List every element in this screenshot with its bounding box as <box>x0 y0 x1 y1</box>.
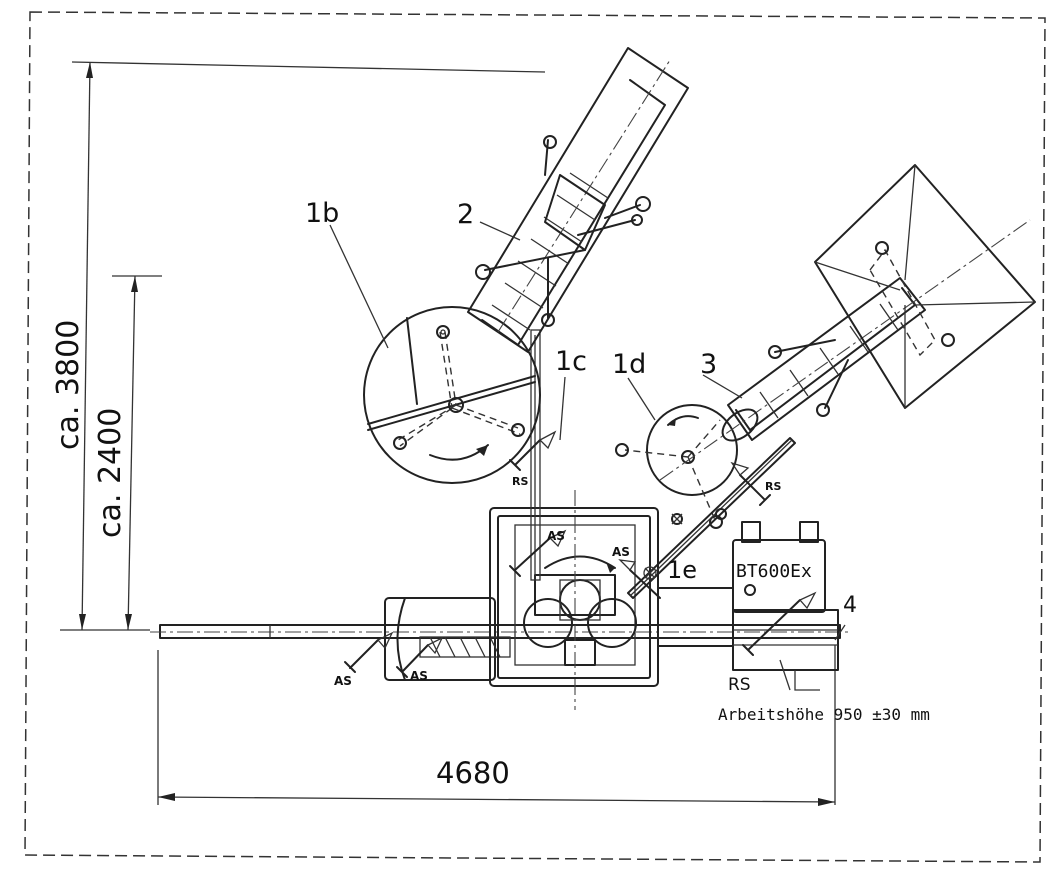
label-3: 3 <box>700 349 717 380</box>
station-1b <box>363 306 541 484</box>
dim-2400-label: ca. 2400 <box>93 408 128 538</box>
label-1b: 1b <box>305 198 339 229</box>
central-machine <box>489 490 659 710</box>
marker-symbols <box>344 430 817 678</box>
label-2: 2 <box>457 199 474 230</box>
rs-label-3: RS <box>728 675 751 695</box>
base-rail <box>150 624 850 639</box>
dimension-4680 <box>157 645 836 806</box>
control-box: BT600Ex <box>732 521 826 613</box>
dim-width-label: 4680 <box>436 756 510 790</box>
work-height-note: Arbeitshöhe 950 ±30 mm <box>718 705 930 724</box>
leader-lines <box>329 221 846 641</box>
dimension-3800 <box>60 61 546 631</box>
label-1c: 1c <box>555 346 587 377</box>
rs-label-1: RS <box>512 475 528 488</box>
as-label-2: AS <box>612 545 630 559</box>
control-unit-label: BT600Ex <box>736 561 812 582</box>
as-label-4: AS <box>410 669 428 683</box>
as-label-1: AS <box>547 529 565 543</box>
right-unit <box>657 587 839 691</box>
conveyor-2 <box>467 47 689 353</box>
outer-frame <box>24 11 1046 863</box>
rs-label-2: RS <box>765 480 781 493</box>
dimension-2400 <box>112 275 162 631</box>
label-1d: 1d <box>612 349 646 380</box>
label-1e: 1e <box>667 556 697 584</box>
station-1d <box>615 404 738 529</box>
as-label-3: AS <box>334 674 352 688</box>
guide-arm-1e <box>627 437 796 599</box>
dim-3800-label: ca. 3800 <box>51 320 86 450</box>
label-4: 4 <box>843 593 857 618</box>
conveyor-3 <box>659 164 1036 481</box>
